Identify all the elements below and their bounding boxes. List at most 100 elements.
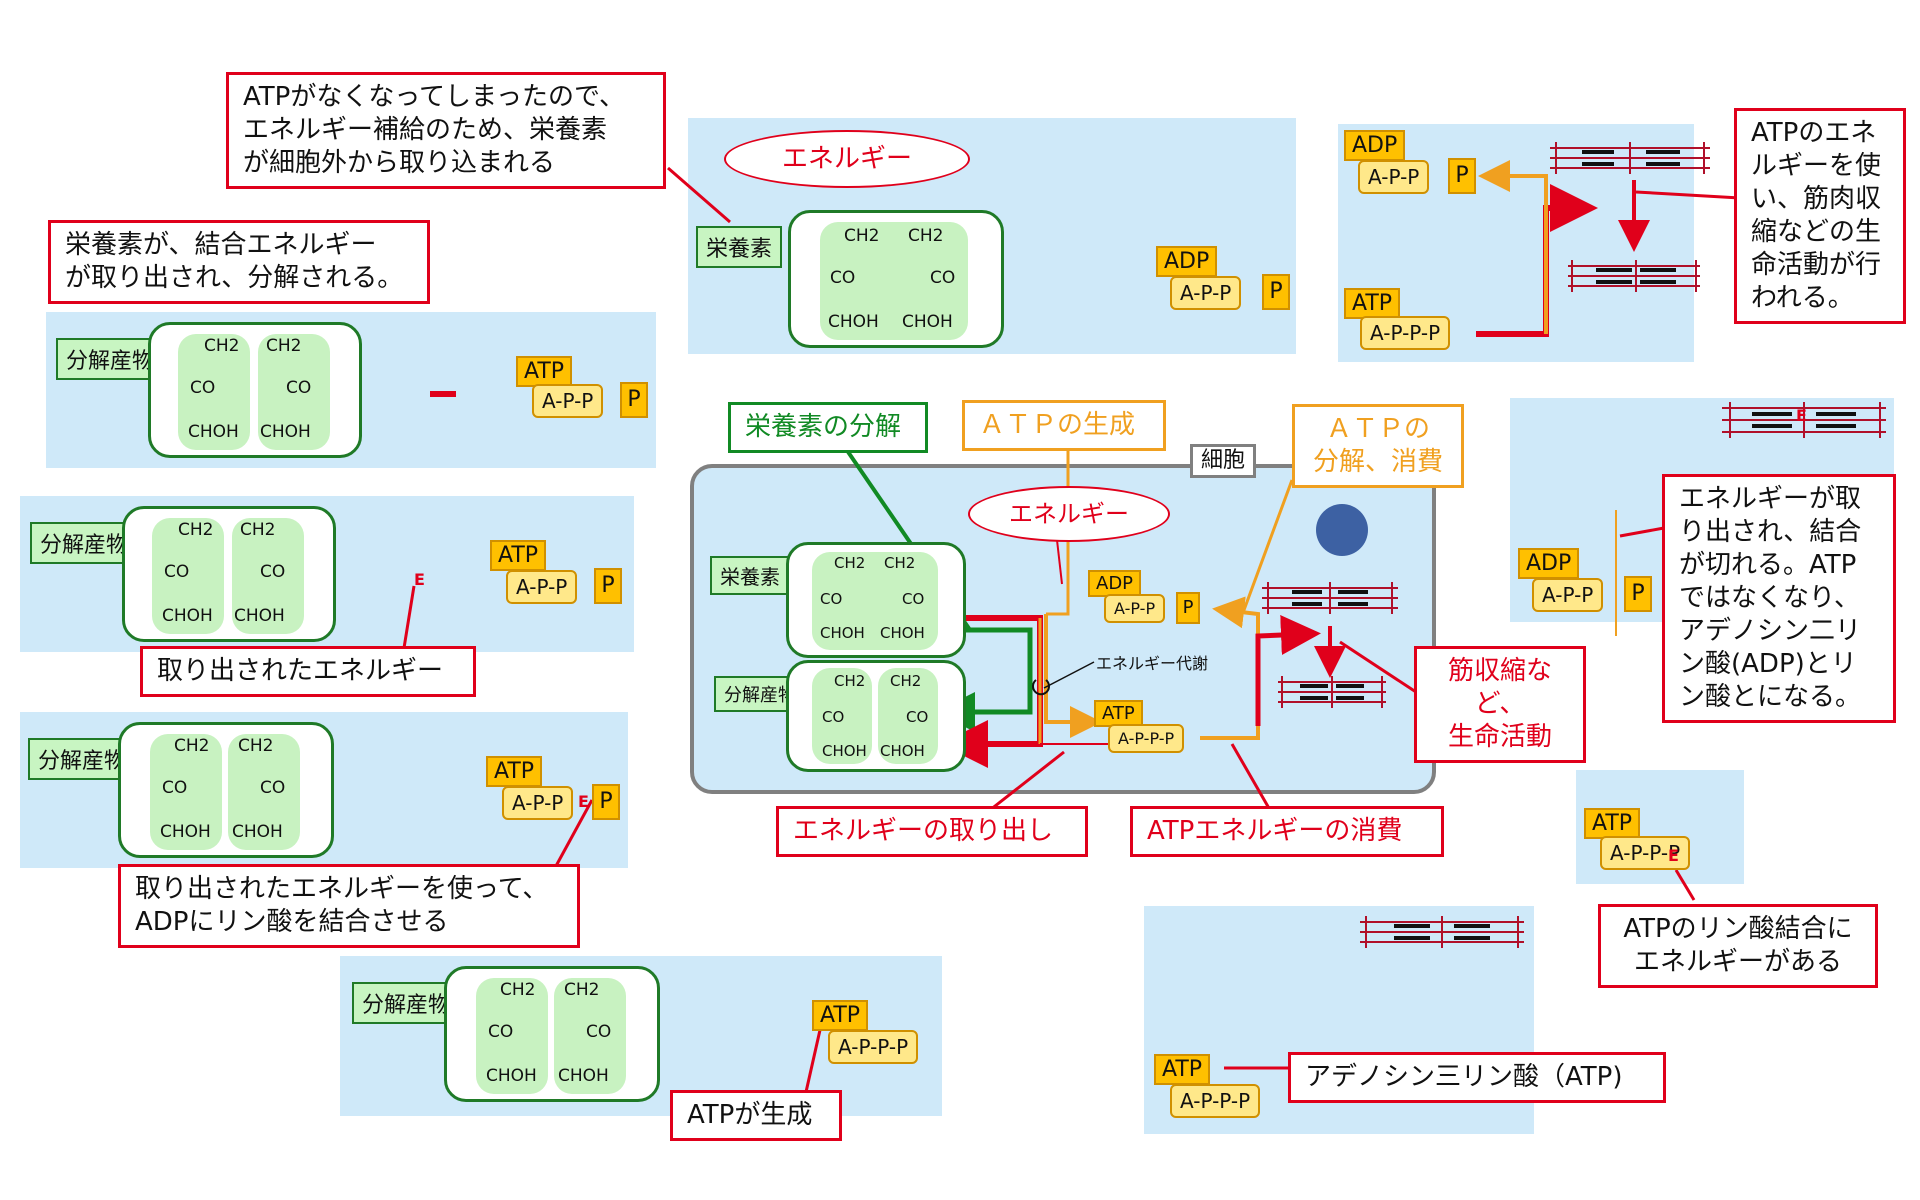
nutrient-label-cell: 栄養素 [710,556,790,595]
chem-co: CO [164,562,190,582]
app-2: A-P-P [506,570,578,604]
callout-phosphate-energy: ATPのリン酸結合に エネルギーがある [1598,904,1878,988]
chem-ch2: CH2 [266,336,302,356]
adp-tag-bb: ADP [1518,548,1580,579]
app-bb: A-P-P [1532,578,1604,612]
phosphate-tr: P [1448,158,1476,194]
chem-choh: CHOH [902,312,953,332]
ring-2b [232,518,304,634]
callout-nutrient-breakdown: 栄養素の分解 [728,402,928,453]
phosphate-2: P [594,568,622,604]
callout-atp-name: アデノシン三リン酸（ATP) [1288,1052,1666,1103]
product-label-4: 分解産物 [352,982,461,1024]
atp-tag-ph: ATP [1584,808,1641,839]
chem-choh: CHOH [234,606,285,626]
ring-4b [554,978,626,1094]
callout-atp-energy-consumption: ATPエネルギーの消費 [1130,806,1444,857]
adp-tag-cell: ADP [1088,570,1142,597]
ring-1a [178,334,250,450]
adp-tag-tr: ADP [1344,130,1406,161]
nutrient-label-top: 栄養素 [696,226,783,268]
app-top: A-P-P [1170,276,1242,310]
nucleus [1316,504,1368,556]
chem-ch2: CH2 [908,226,944,246]
atp-tag-cell: ATP [1094,700,1143,727]
chem-co: CO [906,708,929,726]
product-label-2: 分解産物 [30,522,139,564]
callout-muscle: 筋収縮など、 生命活動 [1414,646,1586,763]
phosphate-cell: P [1176,592,1200,624]
app-tr: A-P-P [1358,160,1430,194]
phosphate-3: P [592,784,620,820]
callout-atp-consumption: ＡＴＰの 分解、消費 [1292,404,1464,488]
atp-tag-2: ATP [490,540,547,571]
appp-4: A-P-P-P [828,1030,919,1064]
chem-ch2: CH2 [204,336,240,356]
callout-decompose: 栄養素が、結合エネルギー が取り出され、分解される。 [48,220,430,304]
ring-3b [228,734,300,850]
callout-atp-made: ATPが生成 [670,1090,842,1141]
phosphate-top: P [1262,274,1290,310]
phosphate-bb: P [1624,576,1652,612]
ring-2a [152,518,224,634]
chem-co: CO [586,1022,612,1042]
energy-e-bb: E [1796,406,1807,425]
chem-ch2: CH2 [890,672,922,690]
chem-choh: CHOH [820,624,865,642]
callout-use-energy: 取り出されたエネルギーを使って、 ADPにリン酸を結合させる [118,864,580,948]
chem-co: CO [488,1022,514,1042]
energy-bubble-top: エネルギー [724,130,970,188]
chem-choh: CHOH [160,822,211,842]
callout-atp-energy-use: ATPのエネ ルギーを使 い、筋肉収 縮などの生 命活動が行 われる。 [1734,108,1906,324]
ring-4a [476,978,548,1094]
chem-choh: CHOH [232,822,283,842]
ring-cell-b [878,668,938,764]
chem-ch2: CH2 [834,554,866,572]
chem-co: CO [830,268,856,288]
app-1: A-P-P [532,384,604,418]
product-label-1: 分解産物 [56,338,165,380]
chem-ch2: CH2 [500,980,536,1000]
chem-choh: CHOH [260,422,311,442]
energy-e-ph: E [1668,846,1679,865]
phosphate-1: P [620,382,648,418]
ring-3a [150,734,222,850]
chem-co: CO [260,778,286,798]
app-cell: A-P-P [1104,594,1166,623]
ring-cell-a [812,668,872,764]
adp-tag-top: ADP [1156,246,1218,277]
chem-ch2: CH2 [884,554,916,572]
energy-bubble-cell: エネルギー [968,486,1170,542]
chem-choh: CHOH [558,1066,609,1086]
nutrient-ring-top [820,222,968,340]
appp-tr: A-P-P-P [1360,316,1451,350]
chem-ch2: CH2 [240,520,276,540]
appp-name: A-P-P-P [1170,1084,1261,1118]
chem-choh: CHOH [822,742,867,760]
chem-choh: CHOH [880,742,925,760]
appp-cell: A-P-P-P [1108,724,1185,753]
chem-ch2: CH2 [844,226,880,246]
chem-ch2: CH2 [178,520,214,540]
ring-1b [258,334,330,450]
chem-ch2: CH2 [834,672,866,690]
chem-choh: CHOH [880,624,925,642]
callout-energy-extraction: エネルギーの取り出し [776,806,1088,857]
app-3: A-P-P [502,786,574,820]
chem-co: CO [930,268,956,288]
chem-co: CO [162,778,188,798]
energy-e-2: E [414,570,425,589]
atp-tag-1: ATP [516,356,573,387]
callout-intake: ATPがなくなってしまったので、 エネルギー補給のため、栄養素 が細胞外から取り… [226,72,666,189]
chem-choh: CHOH [486,1066,537,1086]
energy-e-3: E [578,792,589,811]
cell-label: 細胞 [1190,444,1256,478]
chem-ch2: CH2 [564,980,600,1000]
chem-choh: CHOH [162,606,213,626]
callout-extracted: 取り出されたエネルギー [140,646,476,697]
chem-co: CO [260,562,286,582]
atp-tag-3: ATP [486,756,543,787]
atp-tag-4: ATP [812,1000,869,1031]
atp-tag-name: ATP [1154,1054,1211,1085]
